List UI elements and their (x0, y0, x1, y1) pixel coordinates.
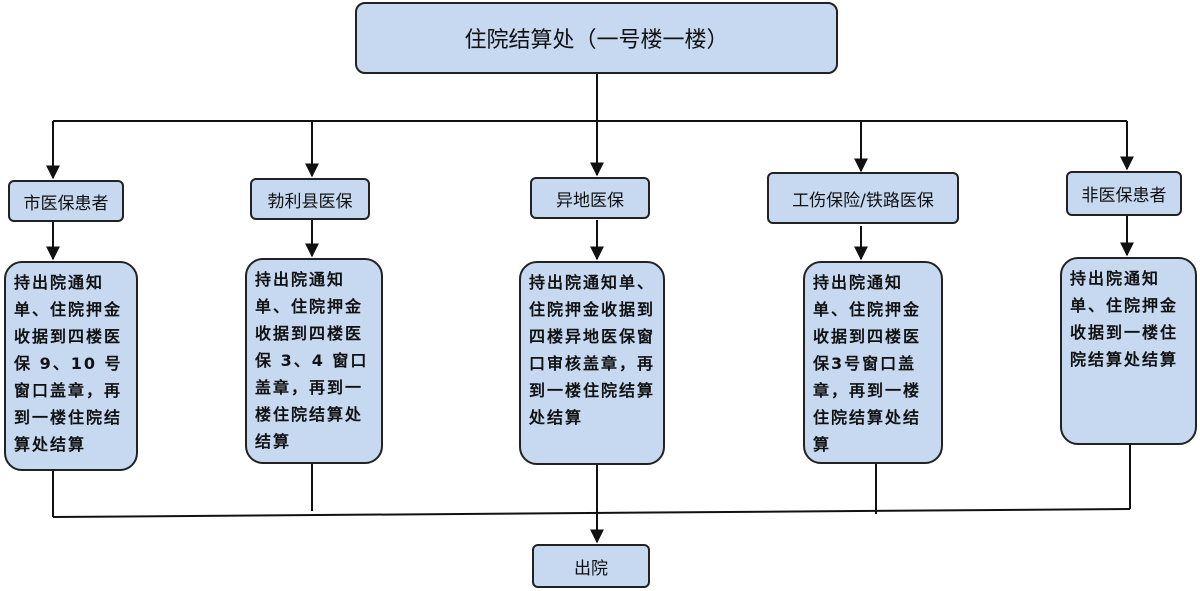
category-box-work-injury-railway: 工伤保险/铁路医保 (767, 172, 959, 224)
step-text: 持出院通知单、住院押金收据到四楼医保 3、4 窗口盖章，再到一楼住院结算处结算 (255, 270, 369, 451)
category-label: 市医保患者 (23, 193, 109, 214)
step-box-work-injury-railway: 持出院通知单、住院押金收据到四楼医保3号窗口盖章，再到一楼住院结算处结算 (803, 261, 943, 464)
discharge-label: 出院 (574, 558, 608, 579)
discharge-box: 出院 (532, 544, 650, 588)
category-label: 勃利县医保 (267, 191, 353, 212)
step-text: 持出院通知单、住院押金收据到四楼医保 9、10 号窗口盖章，再到一楼住院结算处结… (14, 273, 123, 454)
category-box-boli-county-insurance: 勃利县医保 (250, 178, 370, 220)
category-label: 工伤保险/铁路医保 (792, 190, 934, 211)
step-box-remote-insurance: 持出院通知单、住院押金收据到四楼异地医保窗口审核盖章，再到一楼住院结算处结算 (519, 261, 665, 465)
category-label: 异地医保 (556, 190, 624, 211)
settlement-office-box: 住院结算处（一号楼一楼） (355, 2, 838, 74)
step-box-city-insurance: 持出院通知单、住院押金收据到四楼医保 9、10 号窗口盖章，再到一楼住院结算处结… (4, 261, 138, 471)
category-box-remote-insurance: 异地医保 (530, 177, 650, 219)
step-text: 持出院通知单、住院押金收据到一楼住院结算处结算 (1070, 269, 1179, 369)
category-box-city-insurance: 市医保患者 (8, 180, 124, 222)
step-text: 持出院通知单、住院押金收据到四楼异地医保窗口审核盖章，再到一楼住院结算处结算 (529, 273, 656, 427)
collection-bus (52, 508, 1131, 518)
step-box-boli-county-insurance: 持出院通知单、住院押金收据到四楼医保 3、4 窗口盖章，再到一楼住院结算处结算 (245, 258, 383, 464)
step-box-non-insured: 持出院通知单、住院押金收据到一楼住院结算处结算 (1060, 257, 1197, 445)
category-label: 非医保患者 (1081, 186, 1167, 206)
settlement-office-label: 住院结算处（一号楼一楼） (464, 28, 729, 53)
category-box-non-insured: 非医保患者 (1066, 171, 1182, 216)
step-text: 持出院通知单、住院押金收据到四楼医保3号窗口盖章，再到一楼住院结算处结算 (813, 273, 922, 454)
